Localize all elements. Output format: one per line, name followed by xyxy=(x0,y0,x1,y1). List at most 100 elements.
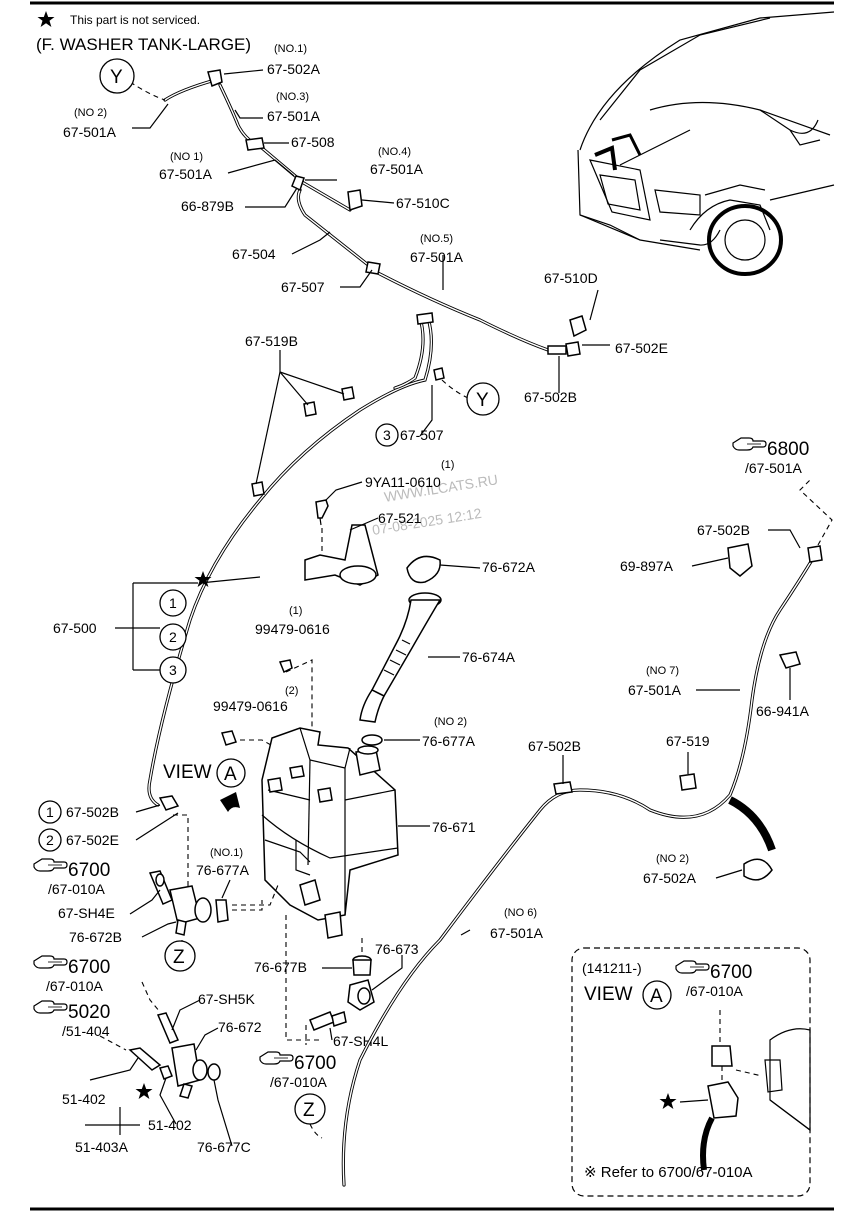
callout-2-b xyxy=(38,828,62,852)
label-99479-0616-b: 99479-0616 xyxy=(213,698,288,714)
callout-3-a xyxy=(375,423,399,447)
label-no4: (NO.4) xyxy=(378,146,411,158)
callout-y-top-text: Y xyxy=(110,67,123,88)
label-no3: (NO.3) xyxy=(276,91,309,103)
callout-1 xyxy=(159,589,187,617)
label-no5: (NO.5) xyxy=(420,233,453,245)
ref-6700-b-sub: /67-010A xyxy=(46,978,103,994)
label-76-677B: 76-677B xyxy=(254,959,307,975)
label-67-502B-d: 67-502B xyxy=(697,522,750,538)
label-51-403A: 51-403A xyxy=(75,1139,129,1155)
callout-3-b xyxy=(159,656,187,684)
ref-6700-c-code: 6700 xyxy=(294,1053,336,1074)
callout-2-b-text: 2 xyxy=(46,832,54,848)
label-q1-a: (1) xyxy=(441,459,454,471)
label-q1-b: (1) xyxy=(289,605,302,617)
label-no1-top: (NO.1) xyxy=(274,43,307,55)
label-67-502E-b: 67-502E xyxy=(66,832,119,848)
label-67-502A-b: 67-502A xyxy=(643,870,697,886)
leader-67-500 xyxy=(115,576,261,671)
star-icon xyxy=(194,571,212,587)
label-67-501A-no2: 67-501A xyxy=(63,124,117,140)
pump-leaders xyxy=(129,879,231,938)
label-no2-top: (NO 2) xyxy=(74,107,107,119)
front-pump-cluster xyxy=(148,870,229,936)
label-67-502E-a: 67-502E xyxy=(615,340,668,356)
inset-view-label: VIEW xyxy=(584,984,633,1005)
label-67-502A-top: 67-502A xyxy=(267,61,321,77)
label-67-501A-no1: 67-501A xyxy=(159,166,213,182)
star-icon xyxy=(135,1083,153,1099)
label-67-SH4L: 67-SH4L xyxy=(333,1033,388,1049)
label-9YA11-0610: 9YA11-0610 xyxy=(365,474,441,490)
label-67-508: 67-508 xyxy=(291,134,335,150)
label-67-SH5K: 67-SH5K xyxy=(198,991,255,1007)
label-51-402-b: 51-402 xyxy=(148,1117,192,1133)
inset-callout-a-text: A xyxy=(650,986,663,1007)
label-67-501A-no5: 67-501A xyxy=(410,249,464,265)
label-q2: (2) xyxy=(285,685,298,697)
inset-note: ※ Refer to 6700/67-010A xyxy=(584,1164,753,1181)
label-67-502B-c: 67-502B xyxy=(528,738,581,754)
arrow-icon xyxy=(220,792,240,812)
outlet-leaders xyxy=(322,955,403,1041)
callout-1-b xyxy=(38,800,62,824)
label-67-519: 67-519 xyxy=(666,733,710,749)
label-67-510C: 67-510C xyxy=(396,195,450,211)
rear-hose-routing xyxy=(341,543,823,1187)
label-76-671: 76-671 xyxy=(432,819,476,835)
tank-outlet-parts xyxy=(309,955,375,1031)
label-76-672B: 76-672B xyxy=(69,929,122,945)
callout-a-text: A xyxy=(224,764,237,785)
label-no1-b: (NO 1) xyxy=(170,151,203,163)
label-67-501A-no3: 67-501A xyxy=(267,108,321,124)
label-67-504: 67-504 xyxy=(232,246,276,262)
label-no2-c: (NO 2) xyxy=(656,853,689,865)
label-76-672: 76-672 xyxy=(218,1019,262,1035)
ref-6700-a-code: 6700 xyxy=(68,860,110,881)
label-67-501A-no4: 67-501A xyxy=(370,161,424,177)
label-76-674A: 76-674A xyxy=(462,649,516,665)
washer-tank xyxy=(261,727,399,939)
ref-5020-code: 5020 xyxy=(68,1002,110,1023)
inset-view-a xyxy=(571,947,811,1197)
label-67-507-b: 67-507 xyxy=(400,427,444,443)
inset-ref-code: 6700 xyxy=(710,962,752,983)
label-67-521: 67-521 xyxy=(378,510,422,526)
callout-y-mid-text: Y xyxy=(476,390,489,411)
center-leader-lines xyxy=(325,481,481,741)
label-67-500: 67-500 xyxy=(53,620,97,636)
callout-3-a-text: 3 xyxy=(383,427,391,443)
leader-67-519B xyxy=(255,350,345,485)
label-67-519B: 67-519B xyxy=(245,333,298,349)
upper-hose-routing xyxy=(163,69,587,357)
callout-1-text: 1 xyxy=(169,595,177,611)
callout-y-top xyxy=(99,58,135,94)
rear-leader-lines xyxy=(460,529,801,936)
ref-6700-a-sub: /67-010A xyxy=(48,881,105,897)
rear-pump-cluster xyxy=(128,1012,221,1099)
label-66-879B: 66-879B xyxy=(181,198,234,214)
label-76-677A-no1: 76-677A xyxy=(196,862,250,878)
ref-6800-sub: /67-501A xyxy=(745,460,802,476)
callout-z-a xyxy=(164,940,196,972)
upper-tank-parts xyxy=(221,499,442,746)
label-76-672A: 76-672A xyxy=(482,559,536,575)
label-no1-c: (NO.1) xyxy=(210,847,243,859)
label-no7: (NO 7) xyxy=(646,665,679,677)
label-51-402-a: 51-402 xyxy=(62,1091,106,1107)
label-66-941A: 66-941A xyxy=(756,703,810,719)
label-67-507-a: 67-507 xyxy=(281,279,325,295)
callout-2 xyxy=(159,623,187,651)
label-69-897A: 69-897A xyxy=(620,558,674,574)
label-76-677C: 76-677C xyxy=(197,1139,251,1155)
label-67-502B-a: 67-502B xyxy=(524,389,577,405)
pointing-hand-icon xyxy=(33,1000,68,1014)
callout-y-mid xyxy=(466,382,500,416)
pointing-hand-icon xyxy=(259,1051,294,1065)
callout-z-b-text: Z xyxy=(303,1100,315,1121)
callout-z-a-text: Z xyxy=(173,947,185,968)
callout-3-b-text: 3 xyxy=(169,662,177,678)
label-67-502B-b: 67-502B xyxy=(66,804,119,820)
